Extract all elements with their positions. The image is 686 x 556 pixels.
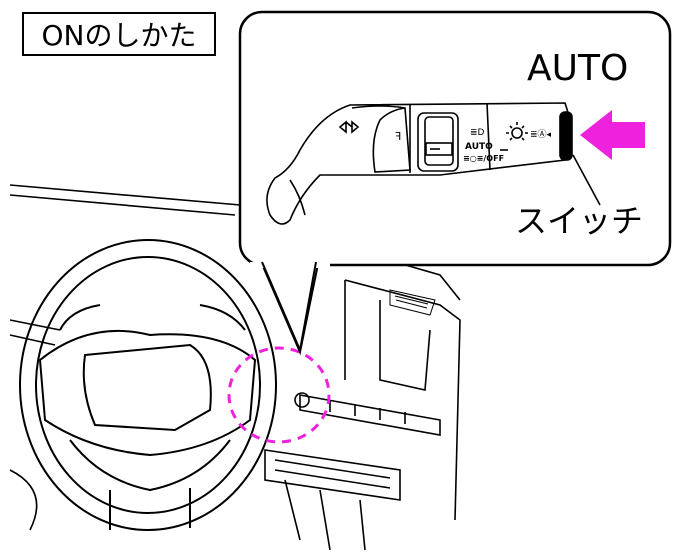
dashboard	[9, 184, 461, 551]
position-label: AUTO	[527, 48, 629, 89]
headlight-icon: ≣D	[470, 128, 485, 138]
svg-text:ꟻ: ꟻ	[395, 130, 401, 143]
title-box: ONのしかた	[22, 12, 216, 56]
high-beam-auto-icon: ≣Ⓐ◂	[530, 129, 552, 140]
highlight-circle	[227, 346, 331, 444]
steering-wheel	[19, 239, 277, 531]
callout-tail	[261, 263, 319, 356]
stalk-off-label: ≡○≡/OFF	[463, 154, 505, 163]
push-arrow	[580, 110, 645, 160]
stalk-auto-label: AUTO	[465, 142, 493, 152]
combination-switch-stalk	[266, 102, 601, 225]
switch-label: スイッチ	[515, 202, 644, 240]
